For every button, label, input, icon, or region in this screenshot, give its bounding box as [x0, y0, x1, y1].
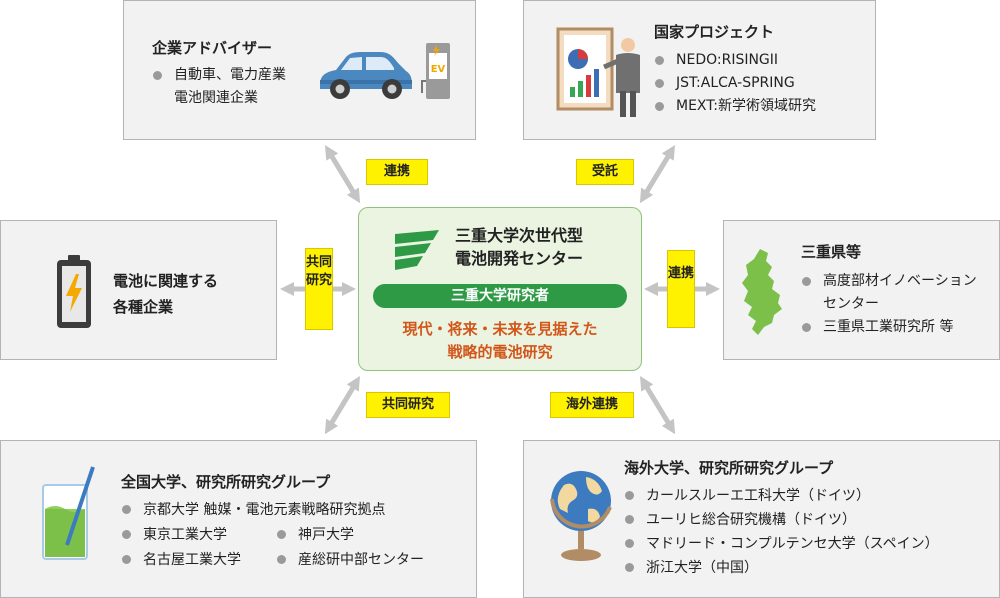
- researchers-pill: 三重大学研究者: [373, 284, 627, 308]
- arrow-bottom-right: [640, 376, 676, 435]
- overseas-groups-list: カールスルーエ工科大学（ドイツ） ユーリヒ総合研究機構（ドイツ） マドリード・コ…: [624, 484, 939, 580]
- list-item: 東京工業大学: [121, 523, 241, 548]
- center-title: 三重大学次世代型 電池開発センター: [455, 224, 583, 270]
- label-left: 共同研究: [305, 248, 333, 330]
- list-item: センター: [823, 296, 879, 312]
- national-projects-list: NEDO:RISINGII JST:ALCA-SPRING MEXT:新学術領域…: [654, 49, 816, 118]
- center-logo-icon: [395, 230, 439, 270]
- center-box: 三重大学次世代型 電池開発センター 三重大学研究者 現代・将来・未来を見据えた …: [358, 207, 642, 371]
- center-title-line1: 三重大学次世代型: [455, 226, 584, 245]
- beaker-icon: [42, 466, 95, 560]
- list-item: 浙江大学（中国）: [624, 556, 939, 580]
- list-item: 自動車、電力産業: [152, 64, 286, 87]
- mie-prefecture-box: 三重県等 高度部材イノベーション センター 三重県工業研究所 等: [723, 220, 1000, 360]
- domestic-groups-list-col2: 神戸大学 産総研中部センター: [276, 523, 424, 573]
- charging-station-icon: EV: [421, 43, 450, 99]
- list-item: 名古屋工業大学: [121, 548, 241, 573]
- battery-companies-line2: 各種企業: [113, 298, 174, 316]
- arrow-top-left: [325, 145, 361, 204]
- list-item: 京都大学 触媒・電池元素戦略研究拠点: [121, 498, 385, 523]
- list-item: カールスルーエ工科大学（ドイツ）: [624, 484, 939, 508]
- battery-companies-box: 電池に関連する 各種企業: [0, 220, 277, 360]
- arrow-bottom-left: [324, 376, 360, 435]
- advisors-box: 企業アドバイザー 自動車、電力産業 電池関連企業 EV: [123, 0, 476, 140]
- list-item: MEXT:新学術領域研究: [654, 95, 816, 118]
- advisors-list: 自動車、電力産業 電池関連企業: [152, 64, 286, 110]
- domestic-groups-box: 全国大学、研究所研究グループ 京都大学 触媒・電池元素戦略研究拠点 東京工業大学…: [0, 440, 477, 598]
- mie-title: 三重県等: [801, 243, 862, 261]
- label-bottom-right: 海外連携: [550, 392, 634, 418]
- center-mission-line1: 現代・将来・未来を見据えた: [402, 320, 598, 338]
- domestic-groups-title: 全国大学、研究所研究グループ: [121, 473, 331, 491]
- list-item: JST:ALCA-SPRING: [654, 72, 816, 95]
- mie-list: 高度部材イノベーション センター 三重県工業研究所 等: [801, 270, 977, 339]
- ev-badge: EV: [431, 64, 446, 75]
- list-item: ユーリヒ総合研究機構（ドイツ）: [624, 508, 939, 532]
- label-top-right: 受託: [576, 159, 634, 185]
- list-item: マドリード・コンプルテンセ大学（スペイン）: [624, 532, 939, 556]
- domestic-groups-list-col1: 東京工業大学 名古屋工業大学: [121, 523, 241, 573]
- list-item: 電池関連企業: [174, 90, 258, 106]
- national-projects-title: 国家プロジェクト: [654, 23, 775, 41]
- center-mission: 現代・将来・未来を見据えた 戦略的電池研究: [359, 318, 641, 364]
- list-item: 高度部材イノベーション: [801, 270, 977, 293]
- overseas-groups-title: 海外大学、研究所研究グループ: [624, 459, 834, 477]
- label-bottom-left: 共同研究: [366, 392, 450, 418]
- globe-icon: [550, 471, 612, 561]
- battery-companies-line1: 電池に関連する: [113, 272, 219, 290]
- center-mission-line2: 戦略的電池研究: [447, 343, 553, 361]
- national-projects-box: 国家プロジェクト NEDO:RISINGII JST:ALCA-SPRING M…: [523, 0, 876, 140]
- domestic-groups-list: 京都大学 触媒・電池元素戦略研究拠点: [121, 498, 385, 523]
- list-item: 神戸大学: [276, 523, 424, 548]
- list-item: 三重県工業研究所 等: [801, 316, 977, 339]
- battery-icon: [57, 255, 91, 328]
- overseas-groups-box: 海外大学、研究所研究グループ カールスルーエ工科大学（ドイツ） ユーリヒ総合研究…: [523, 440, 1000, 598]
- label-right: 連携: [667, 250, 695, 328]
- mie-map-icon: [742, 249, 782, 335]
- list-item: 産総研中部センター: [276, 548, 424, 573]
- advisors-title: 企業アドバイザー: [152, 39, 273, 57]
- arrow-top-right: [639, 145, 675, 204]
- center-title-line2: 電池開発センター: [455, 249, 584, 268]
- electric-car-icon: [320, 52, 412, 99]
- presenter-chart-icon: [556, 27, 640, 117]
- list-item: NEDO:RISINGII: [654, 49, 816, 72]
- label-top-left: 連携: [366, 159, 428, 185]
